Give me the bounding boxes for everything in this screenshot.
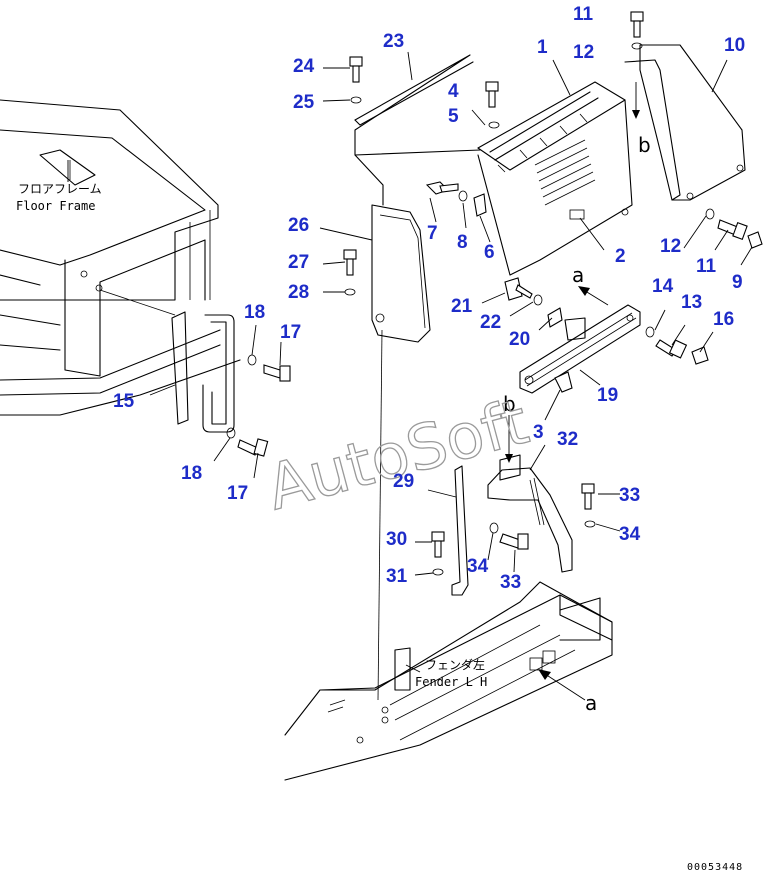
callout-2: 2 [615,246,626,267]
ref-letter-b-mid: b [503,392,516,416]
fender-lh [284,581,613,781]
callout-11-lower: 11 [696,256,717,277]
callout-10: 10 [724,35,745,56]
callout-29: 29 [393,471,414,492]
ref-letter-a-bottom: a [585,691,597,715]
ref-letter-a-top: a [572,263,584,287]
leader-lines [149,51,753,576]
callout-19: 19 [597,385,618,406]
bracket-19 [519,304,641,394]
callout-28: 28 [288,282,309,303]
fasteners [226,11,763,576]
callout-8: 8 [457,232,468,253]
callout-6: 6 [484,242,495,263]
callout-4: 4 [448,81,459,102]
callout-7: 7 [427,223,438,244]
plate-26 [371,204,431,701]
callout-32: 32 [557,429,578,450]
callout-18-upper: 18 [244,302,265,323]
drawing-code: 00053448 [687,862,743,873]
callout-22: 22 [480,312,501,333]
bracket-32 [487,454,573,573]
floor-frame-jp-label: フロアフレーム [18,182,102,196]
callout-34-right: 34 [619,524,641,545]
cover-10 [624,44,746,201]
callout-23: 23 [383,31,404,52]
cover-1 [354,54,633,276]
callout-5: 5 [448,106,459,127]
callout-16: 16 [713,309,734,330]
callout-3: 3 [533,422,544,443]
reference-arrows [505,82,640,701]
fender-jp-label: フェンダ左 [425,657,485,672]
reference-letters: a a b b [503,133,651,715]
callout-31: 31 [386,566,408,587]
callout-17-lower: 17 [227,483,248,504]
callout-13: 13 [681,292,702,313]
callout-24: 24 [293,56,315,77]
callout-33-right: 33 [619,485,640,506]
watermark: AutoSoft [259,385,535,524]
strip-29 [451,465,469,596]
callout-26: 26 [288,215,309,236]
callout-34-mid: 34 [467,556,489,577]
callout-14: 14 [652,276,674,297]
floor-frame [0,99,241,416]
callout-9: 9 [732,272,743,293]
fender-en-label: Fender L H [415,675,487,689]
callout-18-lower: 18 [181,463,202,484]
callout-30: 30 [386,529,407,550]
bracket-15 [99,289,235,433]
callout-33-mid: 33 [500,572,521,593]
callout-15: 15 [113,391,135,412]
notes: フロアフレーム Floor Frame フェンダ左 Fender L H [16,160,487,689]
callout-20: 20 [509,329,530,350]
callout-12-top: 12 [573,42,594,63]
callout-25: 25 [293,92,315,113]
callout-27: 27 [288,252,309,273]
callout-21: 21 [451,296,473,317]
callouts: 1 2 3 4 5 6 7 8 9 10 11 11 12 12 13 14 1… [113,4,745,593]
callout-12-lower: 12 [660,236,681,257]
floor-frame-en-label: Floor Frame [16,199,95,213]
callout-11-top: 11 [573,4,594,25]
ref-letter-b-top: b [638,133,651,157]
callout-1: 1 [537,37,548,58]
callout-17-upper: 17 [280,322,301,343]
